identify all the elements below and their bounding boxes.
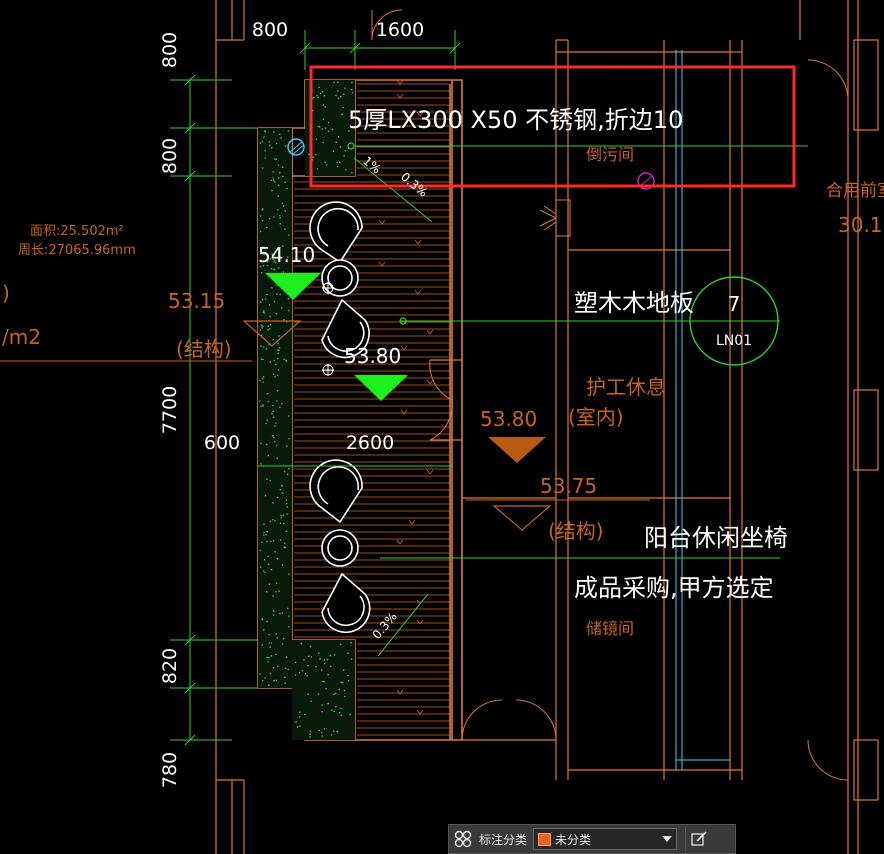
area-text: 面积:25.502m²	[30, 224, 124, 239]
category-label: 标注分类	[479, 832, 528, 847]
right-wall-lines	[430, 0, 879, 854]
room-label-indoor: (室内)	[568, 405, 624, 429]
vertical-dimension-chain	[170, 74, 300, 746]
elevation-marker	[354, 375, 408, 401]
dim-left-820: 820	[159, 648, 181, 684]
room-label-staff-rest: 护工休息	[586, 375, 666, 399]
dim-left-800-b: 800	[159, 138, 181, 174]
partial-label-paren: )	[2, 281, 10, 305]
grid-menu-button[interactable]	[449, 825, 477, 853]
cyan-pipe-lines	[675, 50, 730, 770]
dim-2600: 2600	[346, 432, 394, 454]
elevation-54-10: 54.10	[258, 243, 315, 267]
door-swings	[371, 9, 849, 781]
perimeter-text: 周长:27065.96mm	[18, 243, 136, 258]
elevation-53-80-orange: 53.80	[480, 407, 537, 431]
slope-1pct: 1%	[360, 154, 384, 177]
left-wall-lines	[215, 0, 245, 854]
partial-label-unit: /m2	[2, 325, 41, 349]
top-dimension-lines	[299, 30, 461, 70]
detail-callout-bubble[interactable]: 7 LN01	[689, 276, 779, 366]
flooring-callout: 塑木木地板	[574, 289, 694, 317]
steel-spec-callout: 5厚LX300 X50 不锈钢,折边10	[348, 106, 683, 134]
annotation-toolbar: 标注分类 未分类	[448, 824, 736, 854]
leader-anchor	[399, 317, 407, 325]
grid-icon	[454, 830, 472, 848]
edit-button[interactable]	[685, 827, 712, 851]
dim-top-1600: 1600	[376, 19, 424, 41]
planting-strip	[258, 80, 355, 740]
dim-top-800: 800	[252, 19, 288, 41]
elevation-53-80-green: 53.80	[344, 344, 401, 368]
floor-drain-icon	[287, 138, 305, 156]
category-dropdown[interactable]: 未分类	[533, 828, 678, 850]
dim-left-780: 780	[159, 752, 181, 788]
dim-600: 600	[204, 432, 240, 454]
crosshair-marks	[322, 282, 334, 376]
category-color-swatch	[538, 832, 552, 846]
drain-arrows	[376, 79, 434, 715]
edit-icon	[691, 831, 707, 846]
category-selected-value: 未分类	[555, 832, 592, 847]
wall-symbol-icon	[539, 199, 571, 237]
elevation-marker	[492, 505, 552, 531]
detail-reference: LN01	[716, 333, 752, 349]
structure-label-right: (结构)	[548, 519, 604, 543]
bench-chairs	[309, 201, 371, 634]
detail-number: 7	[728, 292, 741, 316]
room-area-shared-front: 30.11	[838, 213, 884, 237]
bench-callout-line2: 成品采购,甲方选定	[574, 574, 774, 602]
deck-hatch	[294, 83, 450, 736]
highlight-box[interactable]	[309, 65, 796, 188]
chevron-down-icon	[662, 836, 673, 842]
elevation-marker	[265, 273, 321, 300]
dim-left-800-a: 800	[159, 32, 181, 68]
bench-callout-line1: 阳台休闲坐椅	[644, 524, 788, 552]
dim-left-7700: 7700	[159, 386, 181, 434]
room-label-storage: 储镜间	[586, 619, 634, 638]
room-label-mop: 倒污间	[586, 145, 634, 164]
room-label-shared-front: 合用前室	[826, 181, 884, 201]
structure-label-left: (结构)	[176, 337, 232, 361]
floor-drain-icon	[637, 172, 655, 190]
elevation-marker	[488, 437, 546, 463]
elevation-53-75: 53.75	[540, 474, 597, 498]
leader-anchor	[347, 142, 355, 150]
elevation-marker	[242, 320, 302, 347]
elevation-53-15: 53.15	[168, 289, 225, 313]
